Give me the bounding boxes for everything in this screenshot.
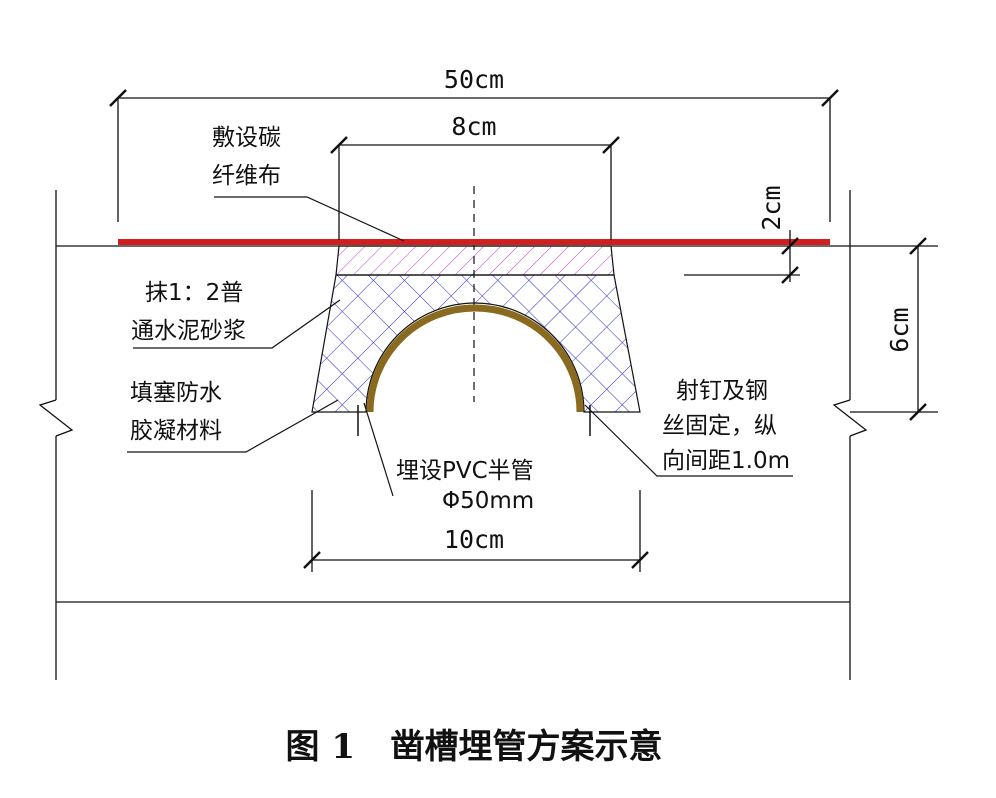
svg-text:敷设碳: 敷设碳 bbox=[212, 125, 281, 151]
dim-6cm-label: 6cm bbox=[885, 307, 914, 352]
mortar-layer bbox=[335, 245, 615, 276]
dim-10cm bbox=[303, 490, 649, 572]
callout-mortar: 抹1：2普 通水泥砂浆 bbox=[131, 280, 246, 344]
dim-50cm bbox=[109, 89, 839, 222]
svg-text:射钉及钢: 射钉及钢 bbox=[676, 378, 768, 404]
leader-lines bbox=[127, 196, 793, 497]
callout-pipe: 埋设PVC半管 Φ50mm bbox=[396, 458, 534, 514]
carbon-fiber-cloth bbox=[118, 239, 830, 245]
svg-text:抹1：2普: 抹1：2普 bbox=[145, 280, 243, 306]
svg-text:胶凝材料: 胶凝材料 bbox=[130, 418, 222, 444]
svg-text:埋设PVC半管: 埋设PVC半管 bbox=[396, 458, 534, 484]
svg-text:Φ50mm: Φ50mm bbox=[442, 488, 534, 514]
svg-text:通水泥砂浆: 通水泥砂浆 bbox=[131, 318, 246, 344]
callout-filler: 填塞防水 胶凝材料 bbox=[130, 380, 222, 444]
svg-text:填塞防水: 填塞防水 bbox=[130, 380, 222, 406]
dim-6cm bbox=[850, 237, 938, 421]
callout-fixing: 射钉及钢 丝固定，纵 向间距1.0m bbox=[662, 378, 790, 474]
dim-8cm bbox=[330, 136, 620, 240]
dim-50cm-label: 50cm bbox=[444, 65, 504, 94]
pvc-half-pipe bbox=[366, 304, 584, 413]
callout-carbon-fiber: 敷设碳 纤维布 bbox=[212, 125, 281, 189]
dim-10cm-label: 10cm bbox=[444, 525, 504, 554]
dim-2cm-label: 2cm bbox=[757, 185, 786, 230]
svg-text:纤维布: 纤维布 bbox=[212, 163, 281, 189]
dim-8cm-label: 8cm bbox=[451, 112, 496, 141]
figure-caption: 图 1 凿槽埋管方案示意 bbox=[285, 727, 662, 767]
svg-text:丝固定，纵: 丝固定，纵 bbox=[662, 413, 777, 439]
waterproof-filler bbox=[311, 274, 641, 413]
fixing-nails bbox=[357, 405, 591, 436]
svg-text:向间距1.0m: 向间距1.0m bbox=[662, 448, 790, 474]
dim-2cm bbox=[684, 230, 800, 284]
